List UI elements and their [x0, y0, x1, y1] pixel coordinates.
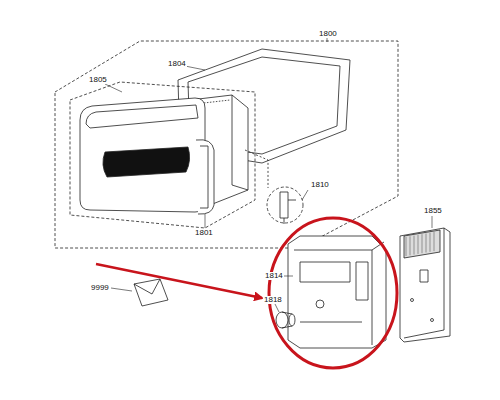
- door-group-outline: [70, 82, 255, 228]
- door-panel: [80, 98, 205, 212]
- callout-number: 1810: [310, 181, 330, 189]
- highlight-ellipse: [269, 218, 397, 368]
- highlight-arrow: [96, 264, 262, 298]
- switch-part: [267, 187, 303, 224]
- callout-number: 1818: [263, 296, 283, 304]
- door-handle: [196, 140, 214, 214]
- assembly-outline: [55, 41, 398, 248]
- callout-number: 1855: [423, 207, 443, 215]
- callout-number: 1804: [167, 60, 187, 68]
- control-box: [288, 236, 386, 348]
- control-panel: [400, 228, 450, 342]
- callout-number: 1801: [194, 229, 214, 237]
- callout-number: 9999: [90, 284, 110, 292]
- callout-number: 1800: [318, 30, 338, 38]
- callout-number: 1814: [264, 272, 284, 280]
- envelope: [134, 279, 168, 306]
- leader-lines: [105, 38, 432, 312]
- knob: [276, 312, 295, 328]
- callout-number: 1805: [88, 76, 108, 84]
